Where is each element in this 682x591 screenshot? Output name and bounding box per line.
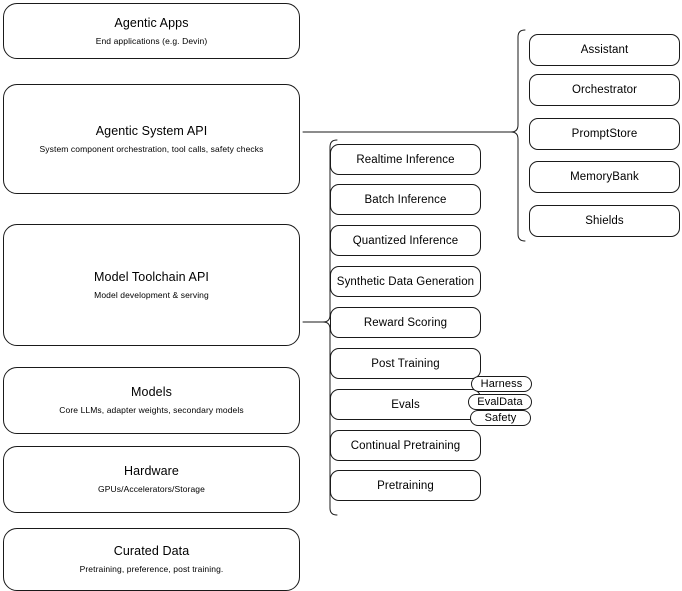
pill-label: Harness bbox=[480, 378, 523, 390]
layer-subtitle: Model development & serving bbox=[94, 289, 209, 300]
component-label: Orchestrator bbox=[571, 84, 638, 96]
component-label: MemoryBank bbox=[570, 171, 639, 183]
pill-label: Safety bbox=[484, 412, 517, 424]
component-label: PromptStore bbox=[571, 128, 638, 140]
component-realtime-inference[interactable]: Realtime Inference bbox=[330, 144, 481, 175]
layer-title: Model Toolchain API bbox=[94, 269, 209, 284]
layer-subtitle: Core LLMs, adapter weights, secondary mo… bbox=[59, 405, 244, 415]
component-orchestrator[interactable]: Orchestrator bbox=[529, 74, 680, 106]
component-batch-inference[interactable]: Batch Inference bbox=[330, 184, 481, 215]
component-synthetic-data-generation[interactable]: Synthetic Data Generation bbox=[330, 266, 481, 297]
layer-title: Agentic Apps bbox=[114, 15, 189, 30]
component-continual-pretraining[interactable]: Continual Pretraining bbox=[330, 430, 481, 461]
layer-agentic-system-api[interactable]: Agentic System API System component orch… bbox=[3, 84, 300, 194]
layer-subtitle: GPUs/Accelerators/Storage bbox=[98, 484, 205, 494]
component-label: Continual Pretraining bbox=[350, 439, 461, 452]
component-label: Pretraining bbox=[377, 479, 434, 492]
component-label: Evals bbox=[391, 398, 420, 411]
component-label: Reward Scoring bbox=[363, 316, 448, 329]
component-label: Assistant bbox=[580, 44, 629, 56]
component-shields[interactable]: Shields bbox=[529, 205, 680, 237]
layer-title: Curated Data bbox=[113, 544, 190, 558]
component-evals[interactable]: Evals bbox=[330, 389, 481, 420]
layer-subtitle: End applications (e.g. Devin) bbox=[95, 35, 208, 46]
component-promptstore[interactable]: PromptStore bbox=[529, 118, 680, 150]
evals-subcomponent-evaldata[interactable]: EvalData bbox=[468, 394, 532, 410]
evals-subcomponent-harness[interactable]: Harness bbox=[471, 376, 532, 392]
component-label: Shields bbox=[585, 215, 624, 227]
component-quantized-inference[interactable]: Quantized Inference bbox=[330, 225, 481, 256]
layer-models[interactable]: Models Core LLMs, adapter weights, secon… bbox=[3, 367, 300, 434]
layer-subtitle: Pretraining, preference, post training. bbox=[79, 564, 224, 574]
component-post-training[interactable]: Post Training bbox=[330, 348, 481, 379]
layer-title: Hardware bbox=[124, 464, 179, 478]
component-label: Realtime Inference bbox=[356, 153, 455, 166]
component-label: Synthetic Data Generation bbox=[336, 275, 475, 288]
layer-agentic-apps[interactable]: Agentic Apps End applications (e.g. Devi… bbox=[3, 3, 300, 59]
component-pretraining[interactable]: Pretraining bbox=[330, 470, 481, 501]
component-reward-scoring[interactable]: Reward Scoring bbox=[330, 307, 481, 338]
component-label: Quantized Inference bbox=[352, 234, 459, 247]
layer-title: Agentic System API bbox=[95, 123, 208, 138]
component-label: Post Training bbox=[371, 357, 440, 370]
component-assistant[interactable]: Assistant bbox=[529, 34, 680, 66]
brace-system-components bbox=[510, 29, 526, 242]
component-label: Batch Inference bbox=[364, 193, 447, 206]
layer-subtitle: System component orchestration, tool cal… bbox=[39, 143, 264, 154]
pill-label: EvalData bbox=[477, 396, 523, 408]
layer-title: Models bbox=[131, 385, 172, 399]
component-memorybank[interactable]: MemoryBank bbox=[529, 161, 680, 193]
layer-curated-data[interactable]: Curated Data Pretraining, preference, po… bbox=[3, 528, 300, 591]
layer-hardware[interactable]: Hardware GPUs/Accelerators/Storage bbox=[3, 446, 300, 513]
evals-subcomponent-safety[interactable]: Safety bbox=[470, 410, 531, 426]
layer-model-toolchain-api[interactable]: Model Toolchain API Model development & … bbox=[3, 224, 300, 346]
